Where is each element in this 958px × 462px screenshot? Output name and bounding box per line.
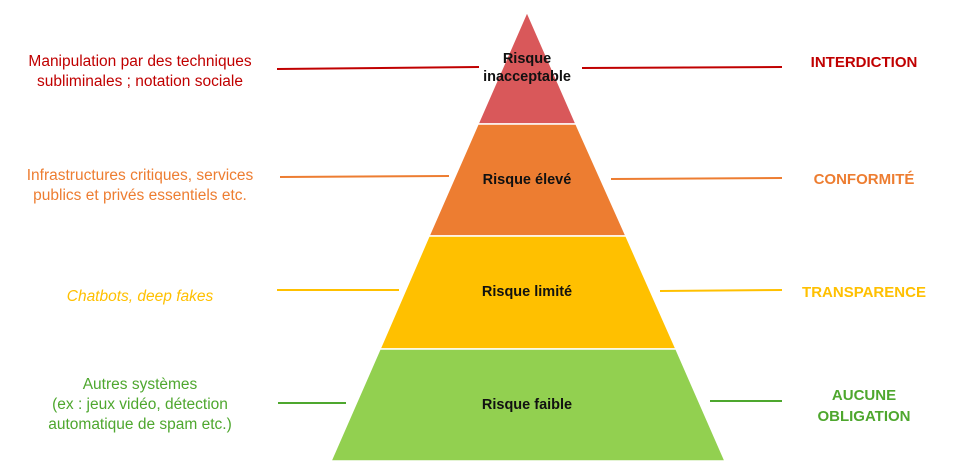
obligation-aucune-obligation: AUCUNE OBLIGATION [817,387,911,425]
pyramid-tier-low-risk [329,348,727,462]
right-connector-line-unacceptable [581,66,783,69]
tier-label-unacceptable-risk: Risque inacceptable [483,51,571,85]
right-connector-line-high [610,177,783,180]
examples-low-risk: Autres systèmes (ex : jeux vidéo, détect… [48,376,232,433]
obligation-transparence: TRANSPARENCE [802,284,926,301]
examples-unacceptable-risk: Manipulation par des techniques sublimin… [28,53,252,90]
examples-high-risk: Infrastructures critiques, services publ… [26,167,254,204]
examples-limited-risk: Chatbots, deep fakes [66,288,214,305]
tier-label-low-risk: Risque faible [481,397,573,413]
right-connector-line-limited [659,289,783,292]
left-connector-line-unacceptable [276,66,480,70]
tier-label-high-risk: Risque élevé [482,172,572,188]
left-connector-line-high [279,175,450,178]
tier-label-limited-risk: Risque limité [481,284,573,300]
obligation-interdiction: INTERDICTION [810,54,918,71]
obligation-conformite: CONFORMITÉ [813,171,915,188]
